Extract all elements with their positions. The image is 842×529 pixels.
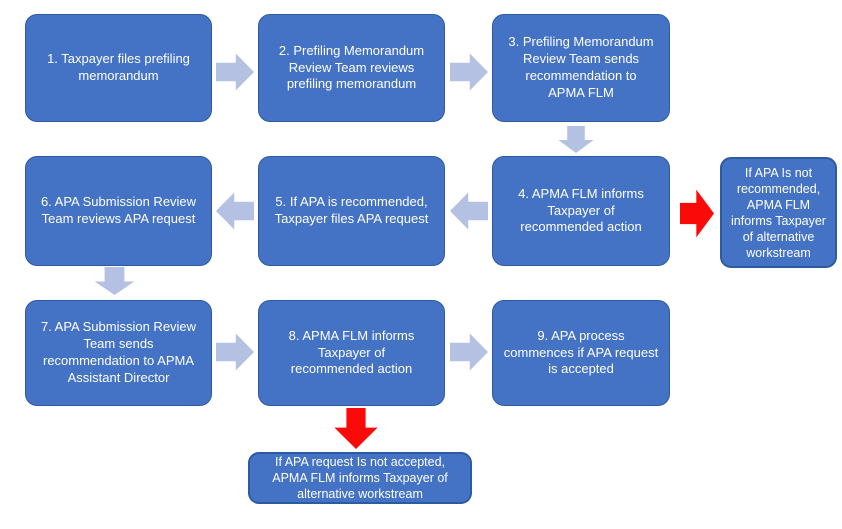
flowchart-node-step8: 8. APMA FLM informs Taxpayer of recommen…: [258, 300, 445, 406]
red-down-arrow-icon: [334, 408, 378, 449]
step4-label: 4. APMA FLM informs Taxpayer of recommen…: [518, 185, 644, 235]
step2-label: 2. Prefiling Memorandum Review Team revi…: [278, 42, 425, 92]
flowchart-node-alt-not-accepted: If APA request Is not accepted, APMA FLM…: [248, 452, 472, 504]
step9-label: 9. APA process commences if APA request …: [503, 327, 659, 377]
connector-step8-step9: [450, 331, 488, 373]
right-arrow-icon: [450, 53, 488, 91]
flowchart-node-step5: 5. If APA is recommended, Taxpayer files…: [258, 156, 445, 266]
connector-step4-alt-not-recommended: [680, 187, 714, 240]
flowchart-node-step3: 3. Prefiling Memorandum Review Team send…: [492, 14, 670, 122]
connector-step3-step4: [556, 126, 596, 153]
step8-label: 8. APMA FLM informs Taxpayer of recommen…: [288, 327, 415, 377]
connector-step7-step8: [216, 331, 254, 373]
alt-not-recommended-label: If APA Is not recommended, APMA FLM info…: [731, 165, 826, 260]
step6-label: 6. APA Submission Review Team reviews AP…: [40, 194, 197, 226]
flowchart-node-step2: 2. Prefiling Memorandum Review Team revi…: [258, 14, 445, 122]
right-arrow-icon: [216, 333, 254, 371]
flowchart-node-step9: 9. APA process commences if APA request …: [492, 300, 670, 406]
connector-step1-step2: [216, 51, 254, 93]
alt-not-accepted-label: If APA request Is not accepted, APMA FLM…: [272, 455, 448, 501]
down-arrow-icon: [558, 126, 594, 153]
flowchart-node-step1: 1. Taxpayer files prefiling memorandum: [25, 14, 212, 122]
connector-step4-step5: [450, 190, 488, 232]
flowchart-node-step6: 6. APA Submission Review Team reviews AP…: [25, 156, 212, 266]
step3-label: 3. Prefiling Memorandum Review Team send…: [508, 34, 654, 100]
flowchart-node-alt-not-recommended: If APA Is not recommended, APMA FLM info…: [720, 157, 837, 268]
flowchart-node-step4: 4. APMA FLM informs Taxpayer of recommen…: [492, 156, 670, 266]
step5-label: 5. If APA is recommended, Taxpayer files…: [274, 194, 429, 226]
left-arrow-icon: [216, 192, 254, 230]
left-arrow-icon: [450, 192, 488, 230]
right-arrow-icon: [216, 53, 254, 91]
red-right-arrow-icon: [680, 189, 714, 238]
connector-step8-alt-not-accepted: [332, 408, 380, 449]
connector-step6-step7: [92, 267, 137, 295]
connector-step2-step3: [450, 51, 488, 93]
right-arrow-icon: [450, 333, 488, 371]
flowchart-node-step7: 7. APA Submission Review Team sends reco…: [25, 300, 212, 406]
down-arrow-icon: [94, 267, 135, 295]
step7-label: 7. APA Submission Review Team sends reco…: [40, 319, 197, 385]
connector-step5-step6: [216, 190, 254, 232]
step1-label: 1. Taxpayer files prefiling memorandum: [47, 51, 190, 83]
